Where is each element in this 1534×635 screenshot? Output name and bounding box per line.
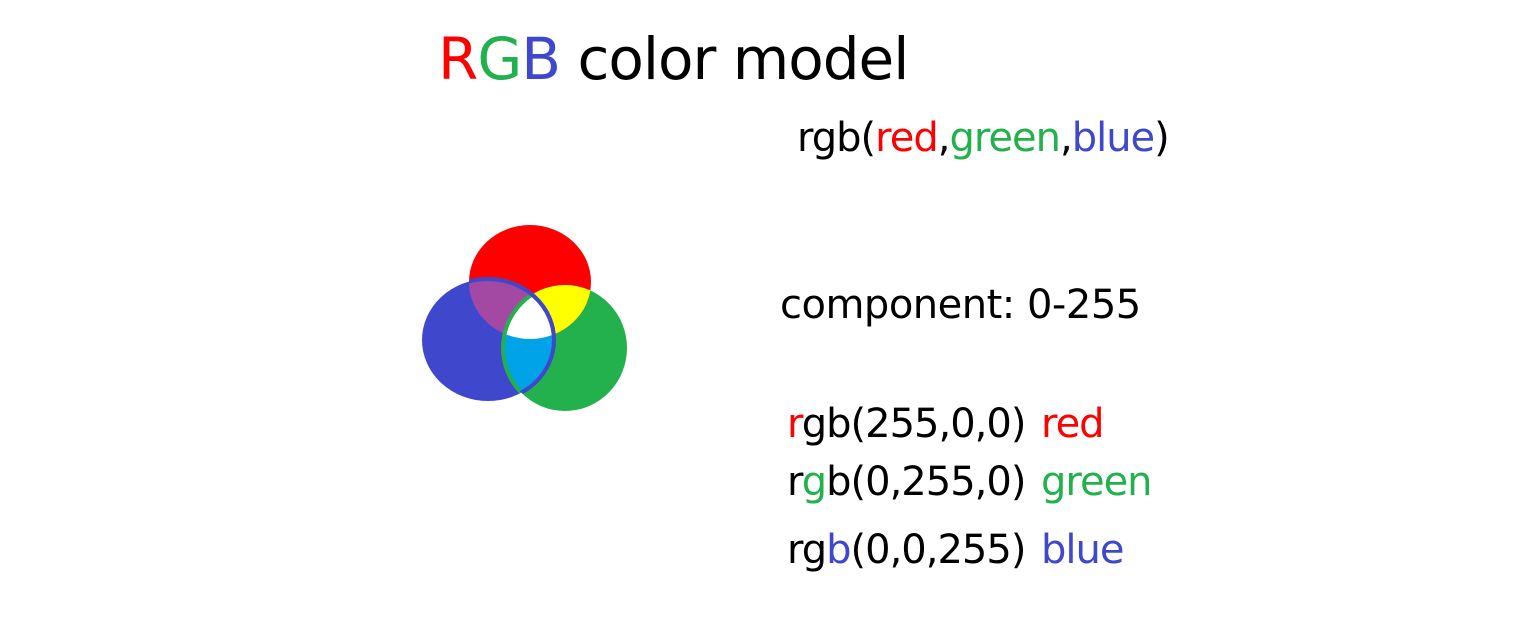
page-title: RGB color model xyxy=(438,30,909,88)
example-code-highlight: r xyxy=(787,401,803,447)
example-code-prefix: r xyxy=(787,459,803,505)
syntax-green: green xyxy=(949,115,1061,161)
title-rest: color model xyxy=(560,25,909,93)
example-code-suffix: b(0,255,0) xyxy=(826,459,1026,505)
example-green-row: rgb(0,255,0)green xyxy=(787,459,1153,505)
rgb-syntax: rgb(red,green,blue) xyxy=(797,115,1170,161)
example-code-suffix: gb(255,0,0) xyxy=(801,401,1027,447)
syntax-prefix: rgb( xyxy=(797,115,876,161)
example-red-row: rgb(255,0,0)red xyxy=(787,401,1105,447)
example-code: rgb(0,0,255) xyxy=(787,530,1041,570)
example-code-highlight: b xyxy=(826,527,851,573)
syntax-comma-2: , xyxy=(1059,115,1073,161)
syntax-suffix: ) xyxy=(1154,115,1170,161)
blue-circle-outline-lower xyxy=(503,285,556,403)
example-code-suffix: (0,0,255) xyxy=(850,527,1027,573)
example-code-highlight: g xyxy=(801,459,827,505)
example-code: rgb(0,255,0) xyxy=(787,462,1041,502)
example-blue-row: rgb(0,0,255)blue xyxy=(787,527,1124,573)
syntax-blue: blue xyxy=(1071,115,1155,161)
rgb-venn-diagram xyxy=(422,225,627,411)
green-circle-outline xyxy=(501,283,554,401)
example-color-name: red xyxy=(1041,401,1105,447)
title-letter-g: G xyxy=(477,25,522,93)
syntax-comma-1: , xyxy=(937,115,951,161)
blue-circle-outline xyxy=(469,277,556,339)
title-letter-r: R xyxy=(438,25,478,93)
title-letter-b: B xyxy=(521,25,561,93)
example-color-name: green xyxy=(1041,459,1153,505)
component-range: component: 0-255 xyxy=(780,282,1141,328)
example-code-prefix: rg xyxy=(787,527,827,573)
example-code: rgb(255,0,0) xyxy=(787,404,1041,444)
syntax-red: red xyxy=(875,115,939,161)
white-center-overlap xyxy=(503,285,554,339)
example-color-name: blue xyxy=(1041,527,1124,573)
